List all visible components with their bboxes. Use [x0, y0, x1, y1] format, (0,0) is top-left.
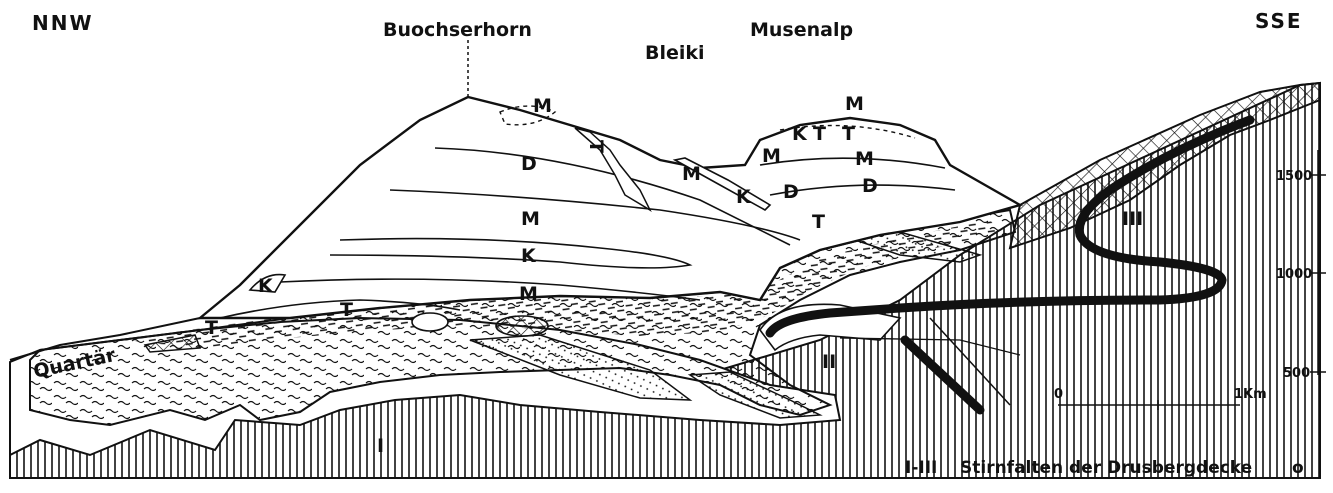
caption-end-mark: o [1292, 458, 1304, 478]
unit-k-sliver: K [736, 186, 752, 208]
unit-d-musenalp-right: D [862, 175, 878, 197]
fold-2-label: II [822, 351, 836, 373]
unit-m-musenalp-left: M [762, 145, 781, 167]
buochserhorn-massif [200, 97, 1020, 318]
unit-k-left: K [258, 275, 274, 297]
caption-text: Stirnfalten der Drusbergdecke [960, 458, 1252, 478]
unit-m-musenalp-right: M [855, 148, 874, 170]
axis-tick-1000: 1000 [1276, 267, 1312, 282]
direction-right: SSE [1255, 9, 1303, 33]
axis-tick-1500: 1500 [1276, 169, 1312, 184]
axis-tick-500: 500 [1283, 366, 1310, 381]
unit-k-musenalp: K [792, 123, 808, 145]
unit-t-musenalp: T [813, 123, 826, 145]
unit-t-musenalp-2: T [842, 123, 855, 145]
unit-m-musenalp-top: M [845, 93, 864, 115]
fold-3-label: III [1122, 208, 1143, 230]
lens-hatched [496, 316, 548, 336]
unit-m-lower: M [519, 283, 538, 305]
unit-t-musenalp-lower: T [812, 211, 825, 233]
unit-t-left: T [205, 317, 218, 339]
unit-k-buochserhorn: K [521, 245, 537, 267]
lens-small [412, 313, 448, 331]
unit-d-musenalp: D [783, 181, 799, 203]
scale-start: 0 [1054, 387, 1063, 402]
unit-d-buochserhorn: D [521, 153, 537, 175]
fold-1-label: I [377, 435, 384, 457]
direction-left: NNW [32, 11, 94, 35]
scale-end: 1Km [1234, 387, 1267, 402]
peak-buochserhorn: Buochserhorn [383, 19, 532, 41]
peak-musenalp: Musenalp [750, 19, 853, 41]
unit-m-crest: M [533, 95, 552, 117]
peak-bleiki: Bleiki [645, 42, 705, 64]
unit-m-buochserhorn: M [521, 208, 540, 230]
unit-t-lower: T [340, 299, 353, 321]
unit-l-crest: T [585, 140, 607, 153]
unit-m-sliver: M [682, 163, 701, 185]
caption-range: I-III [905, 458, 937, 478]
